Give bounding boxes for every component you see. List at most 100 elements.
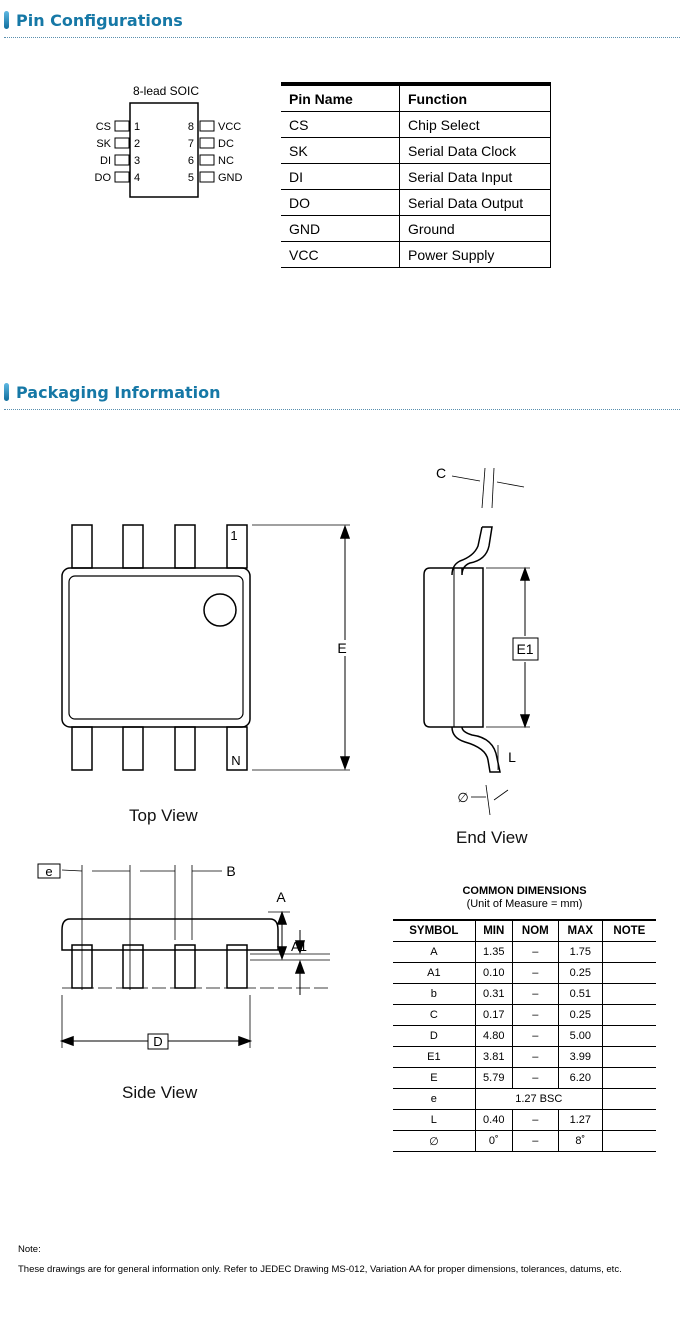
dim-cell: A1 bbox=[393, 962, 476, 984]
dim-cell: – bbox=[511, 1046, 559, 1068]
pin-name: DI bbox=[100, 155, 111, 167]
col-header: Function bbox=[399, 83, 551, 112]
A1-label: A1 bbox=[291, 939, 307, 954]
dim-cell: 0.25 bbox=[557, 1004, 603, 1026]
dim-cell: A bbox=[393, 941, 476, 963]
E-label: E bbox=[337, 640, 346, 656]
note-text: These drawings are for general informati… bbox=[18, 1264, 622, 1275]
D-label: D bbox=[153, 1034, 162, 1049]
col-header: NOM bbox=[511, 919, 559, 942]
dim-cell: D bbox=[393, 1025, 476, 1047]
heading-bar-icon bbox=[4, 383, 9, 401]
dim-cell bbox=[601, 1025, 656, 1047]
lead bbox=[174, 524, 196, 569]
dim-cell bbox=[601, 1067, 656, 1089]
phi-label: ∅ bbox=[457, 790, 468, 805]
lead bbox=[122, 726, 144, 771]
dim-cell: 0.51 bbox=[557, 983, 603, 1005]
lead bbox=[71, 726, 93, 771]
pin-name: NC bbox=[218, 155, 234, 167]
pin-lead bbox=[199, 171, 215, 183]
lead bbox=[174, 944, 196, 989]
dim-cell: L bbox=[393, 1109, 476, 1131]
pin-number: 7 bbox=[188, 138, 194, 150]
col-header: MIN bbox=[474, 919, 513, 942]
E1-label: E1 bbox=[516, 641, 533, 657]
pin-number: 4 bbox=[134, 172, 140, 184]
function-cell: Serial Data Input bbox=[399, 163, 551, 190]
dim-cell: ∅ bbox=[393, 1130, 476, 1152]
function-cell: Power Supply bbox=[399, 241, 551, 268]
section-title-packaging: Packaging Information bbox=[4, 381, 221, 403]
top-view-caption: Top View bbox=[129, 806, 198, 825]
dim-cell: – bbox=[511, 1109, 559, 1131]
pin-name-cell: SK bbox=[281, 137, 400, 164]
dim-cell: b bbox=[393, 983, 476, 1005]
dim-cell: – bbox=[511, 1004, 559, 1026]
lead bbox=[226, 944, 248, 989]
dim-cell bbox=[601, 962, 656, 984]
top-view-drawing bbox=[61, 524, 351, 771]
dim-cell: 0.31 bbox=[474, 983, 513, 1005]
pin-name: SK bbox=[96, 138, 111, 150]
pin-lead bbox=[114, 154, 130, 166]
dim-cell bbox=[601, 941, 656, 963]
pin-name: VCC bbox=[218, 121, 241, 133]
pin-name-cell: GND bbox=[281, 215, 400, 242]
C-label: C bbox=[436, 465, 446, 481]
dim-cell: 1.35 bbox=[474, 941, 513, 963]
note-label: Note: bbox=[18, 1244, 41, 1255]
dim-cell: 0.40 bbox=[474, 1109, 513, 1131]
lead bbox=[122, 944, 144, 989]
A-label: A bbox=[276, 889, 286, 905]
heading-text: Packaging Information bbox=[16, 382, 221, 402]
pin-name: DC bbox=[218, 138, 234, 150]
side-view-drawing bbox=[37, 863, 330, 1050]
pin1-label: 1 bbox=[230, 528, 237, 543]
side-view-caption: Side View bbox=[122, 1083, 198, 1102]
dim-cell bbox=[601, 1004, 656, 1026]
function-cell: Ground bbox=[399, 215, 551, 242]
dim-cell: C bbox=[393, 1004, 476, 1026]
dim-cell: – bbox=[511, 983, 559, 1005]
dim-cell: 1.75 bbox=[557, 941, 603, 963]
pin-number: 5 bbox=[188, 172, 194, 184]
dim-cell: 1.27 bbox=[557, 1109, 603, 1131]
B-label: B bbox=[226, 863, 235, 879]
pin-name-cell: VCC bbox=[281, 241, 400, 268]
dims-heading: COMMON DIMENSIONS (Unit of Measure = mm) bbox=[393, 885, 656, 911]
end-view-caption: End View bbox=[456, 828, 528, 847]
function-cell: Chip Select bbox=[399, 111, 551, 138]
function-cell: Serial Data Output bbox=[399, 189, 551, 216]
pin-lead bbox=[199, 154, 215, 166]
pin-name-cell: DI bbox=[281, 163, 400, 190]
divider bbox=[4, 409, 680, 410]
dim-cell bbox=[601, 1109, 656, 1131]
dim-cell: 0.17 bbox=[474, 1004, 513, 1026]
col-header: NOTE bbox=[601, 919, 656, 942]
dim-cell: E1 bbox=[393, 1046, 476, 1068]
section-title-pin-configurations: Pin Configurations bbox=[4, 9, 183, 31]
pin-name: DO bbox=[95, 172, 112, 184]
e-label: e bbox=[45, 864, 52, 879]
col-header: Pin Name bbox=[281, 83, 400, 112]
pin-name: CS bbox=[96, 121, 111, 133]
dim-cell: e bbox=[393, 1088, 476, 1110]
pin-lead bbox=[114, 120, 130, 132]
heading-text: Pin Configurations bbox=[16, 10, 183, 30]
package-label: 8-lead SOIC bbox=[133, 84, 199, 98]
